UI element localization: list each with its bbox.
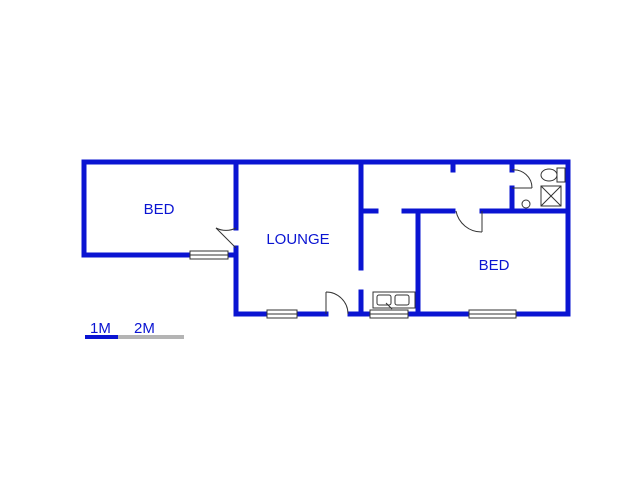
door-bathroom: [511, 169, 533, 189]
fixtures: [372, 167, 566, 310]
window-left-bed: [189, 250, 229, 260]
toilet-icon: [540, 167, 566, 183]
doors: [215, 169, 533, 315]
window-kitchen: [369, 309, 409, 319]
door-right-bed: [455, 210, 483, 233]
scale-segment-1: [85, 335, 118, 339]
room-label-lounge: LOUNGE: [266, 231, 329, 248]
scale-bar: 1M 2M: [85, 320, 184, 339]
window-right-bed: [468, 309, 517, 319]
shower-icon: [540, 185, 562, 207]
door-left-bed: [215, 227, 237, 249]
windows: [189, 250, 517, 319]
basin-icon: [521, 199, 531, 209]
room-label-bed-right: BED: [479, 257, 510, 274]
kitchen-sink-icon: [372, 291, 416, 310]
scale-segment-2: [118, 335, 184, 339]
window-lounge: [266, 309, 298, 319]
door-front: [325, 291, 349, 315]
scale-label-2m: 2M: [134, 320, 155, 337]
scale-label-1m: 1M: [90, 320, 111, 337]
room-label-bed-left: BED: [144, 201, 175, 218]
